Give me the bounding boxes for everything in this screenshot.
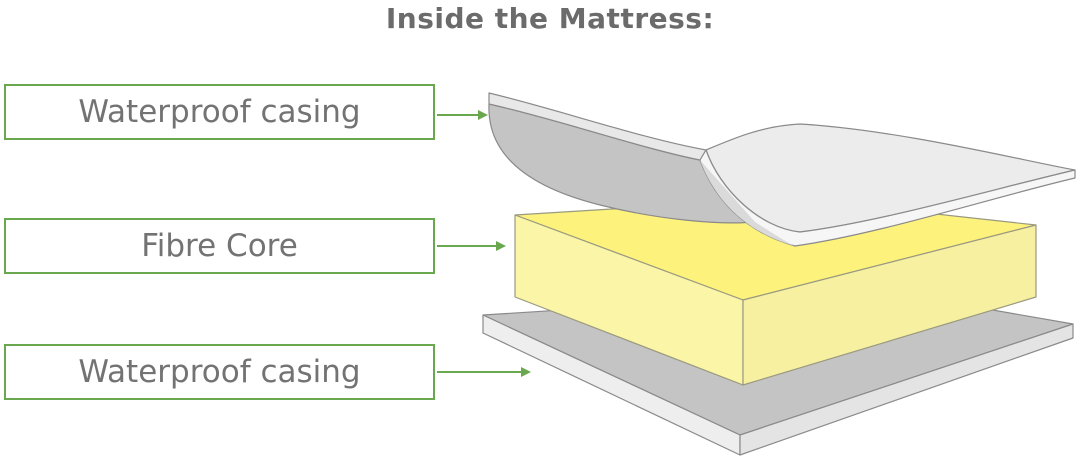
diagram-title: Inside the Mattress: [385, 2, 715, 35]
label-top-waterproof-casing: Waterproof casing [4, 84, 435, 140]
label-fibre-core: Fibre Core [4, 218, 435, 274]
fibre-core-block [514, 197, 1037, 386]
label-bottom-waterproof-casing: Waterproof casing [4, 344, 435, 400]
top-casing-sheet [488, 92, 1076, 247]
